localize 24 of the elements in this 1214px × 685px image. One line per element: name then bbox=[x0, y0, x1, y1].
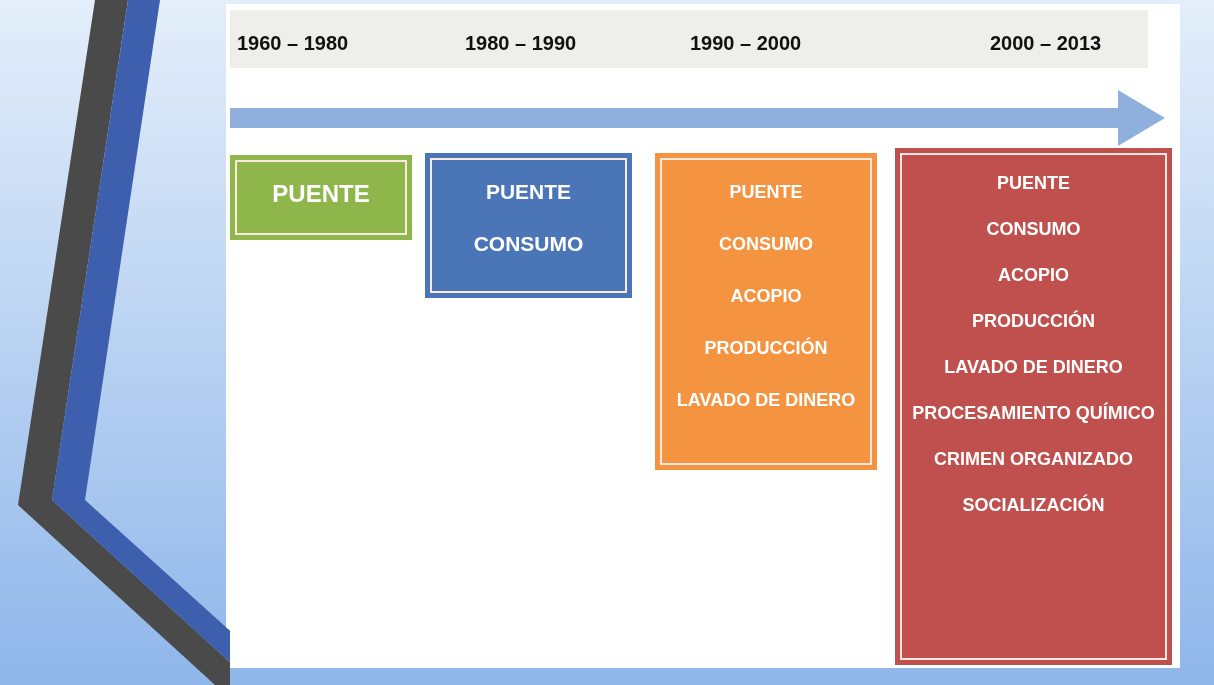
period-box bbox=[895, 148, 1172, 665]
activity-text: CRIMEN ORGANIZADO bbox=[934, 448, 1133, 471]
activity-text: PUENTE bbox=[485, 179, 572, 205]
activity-text: LAVADO DE DINERO bbox=[944, 356, 1123, 379]
period-label: 1960 – 1980 bbox=[237, 32, 349, 55]
activity-text: PUENTE bbox=[997, 172, 1070, 195]
activity-text: CONSUMO bbox=[719, 233, 813, 256]
activity-text: PRODUCCIÓN bbox=[972, 309, 1095, 333]
activity-text: PUENTE bbox=[272, 181, 370, 207]
activity-text: CONSUMO bbox=[473, 231, 584, 257]
period-label: 1980 – 1990 bbox=[465, 32, 577, 55]
activity-text: PUENTE bbox=[729, 181, 803, 204]
period-box bbox=[655, 153, 877, 470]
activity-text: PRODUCCIÓN bbox=[704, 336, 828, 360]
activity-text: CONSUMO bbox=[986, 218, 1081, 241]
activity-text: PROCESAMIENTO QUÍMICO bbox=[912, 401, 1155, 425]
period-box bbox=[230, 155, 412, 240]
activity-text: SOCIALIZACIÓN bbox=[962, 493, 1105, 517]
period-label: 2000 – 2013 bbox=[990, 32, 1102, 55]
period-label: 1990 – 2000 bbox=[690, 32, 802, 55]
activity-text: ACOPIO bbox=[730, 285, 802, 308]
activity-text: LAVADO DE DINERO bbox=[676, 389, 856, 412]
activity-text: ACOPIO bbox=[998, 264, 1069, 287]
period-box bbox=[425, 153, 632, 298]
